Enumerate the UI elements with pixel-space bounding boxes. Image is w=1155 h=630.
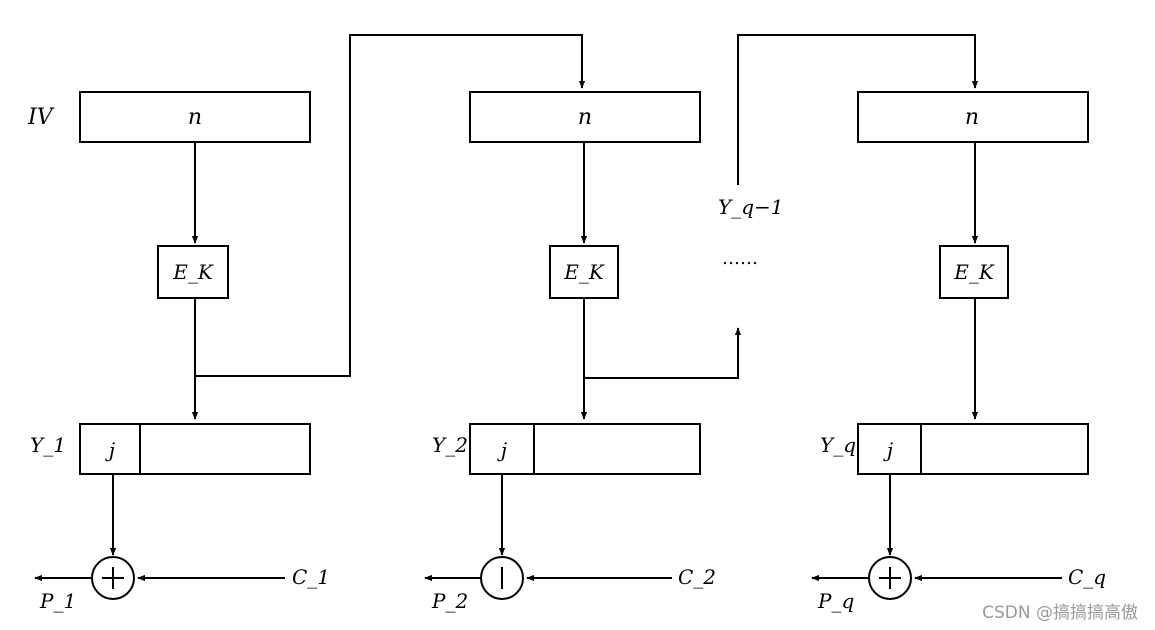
- encrypt-box-1: [157, 245, 229, 299]
- y-label-q: Y_q: [820, 433, 856, 457]
- y-register-1: [79, 423, 311, 475]
- c-label-1: C_1: [292, 565, 330, 589]
- feedback-2-out: [584, 327, 742, 379]
- reg-label-1: n: [188, 105, 202, 130]
- p-label-q: P_q: [817, 589, 854, 613]
- iv-label: IV: [27, 105, 55, 130]
- c-label-2: C_2: [678, 565, 716, 589]
- p-label-1: P_1: [39, 589, 76, 613]
- c-label-q: C_q: [1068, 565, 1106, 589]
- enc-label-1: E_K: [172, 260, 214, 284]
- j-label-1: j: [105, 438, 115, 462]
- reg-label-q: n: [965, 105, 979, 130]
- shift-register-q: [857, 91, 1089, 143]
- y-prev-label: Y_q−1: [718, 195, 784, 219]
- y-label-2: Y_2: [432, 433, 468, 457]
- p-label-2: P_2: [431, 589, 468, 613]
- xor-symbols: [102, 567, 901, 589]
- enc-label-q: E_K: [953, 260, 995, 284]
- ellipsis-dots: ……: [722, 248, 758, 269]
- y-register-2: [469, 423, 701, 475]
- feedback-in-q: [737, 34, 979, 185]
- watermark: CSDN @搞搞搞高傲: [982, 603, 1138, 623]
- j-label-2: j: [497, 438, 507, 462]
- y-label-1: Y_1: [30, 433, 66, 457]
- feedback-1-to-2: [195, 34, 586, 377]
- y-register-q: [857, 423, 1089, 475]
- reg-label-2: n: [578, 105, 592, 130]
- j-label-q: j: [883, 438, 893, 462]
- enc-label-2: E_K: [563, 260, 605, 284]
